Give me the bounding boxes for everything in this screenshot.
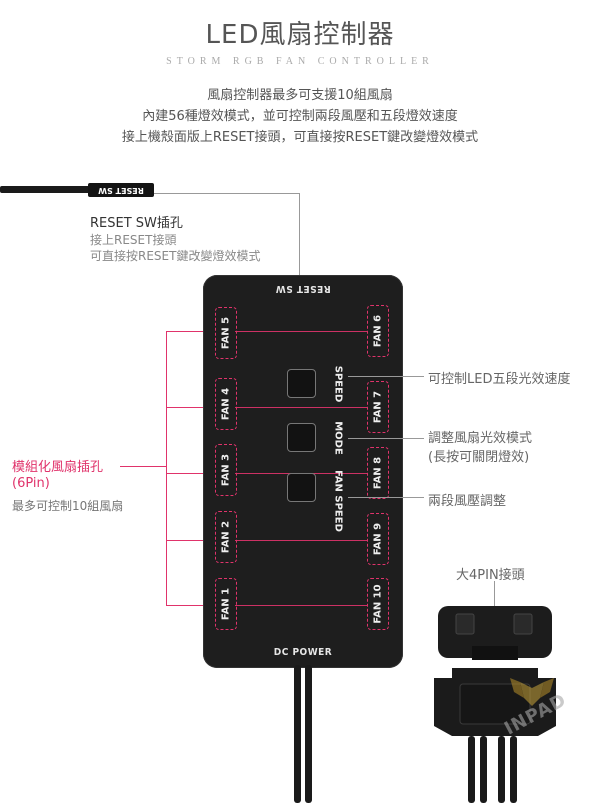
intro-text: 風扇控制器最多可支援10組風扇 內建56種燈效模式，並可控制兩段風壓和五段燈效速… [0, 85, 600, 148]
fan-slot-label: FAN 5 [220, 316, 232, 350]
reset-sw-label: RESET SW插孔 [90, 216, 183, 231]
inpad-logo: INPAD [492, 660, 582, 744]
fan-slot-label: FAN 10 [372, 584, 384, 624]
fan-slot-10[interactable]: FAN 10 [367, 578, 389, 630]
fan-slot-label: FAN 7 [372, 390, 384, 424]
mode-callout: 調整風扇光效模式 (長按可關閉燈效) [428, 427, 532, 465]
fan-bracket-leader [120, 466, 166, 467]
fan-bracket-tick [166, 473, 210, 474]
reset-cable [0, 186, 92, 193]
fan-header-desc: 最多可控制10組風扇 [12, 499, 124, 513]
reset-desc-line: 可直接按RESET鍵改變燈效模式 [90, 249, 261, 263]
reset-plug: RESET SW [88, 183, 154, 197]
dc-power-cable [294, 665, 312, 803]
fan-slot-6[interactable]: FAN 6 [367, 305, 389, 357]
fan-slot-label: FAN 3 [220, 453, 232, 487]
fan-slot-label: FAN 4 [220, 387, 232, 421]
reset-desc-line: 接上RESET接頭 [90, 233, 177, 247]
speed-button[interactable] [287, 369, 316, 398]
intro-line: 內建56種燈效模式，並可控制兩段風壓和五段燈效速度 [142, 109, 458, 124]
intro-line: 接上機殼面版上RESET接頭，可直接按RESET鍵改變燈效模式 [121, 130, 479, 145]
fan-bracket-tick [166, 540, 210, 541]
fan-speed-callout: 兩段風壓調整 [428, 494, 507, 509]
fan-pair-line [235, 540, 367, 541]
fan-bracket-vertical [166, 331, 167, 606]
fan-header-label: 模組化風扇插孔 [12, 460, 104, 475]
mode-callout-line-1: 調整風扇光效模式 [428, 431, 533, 446]
intro-line: 風扇控制器最多可支援10組風扇 [207, 88, 393, 103]
speed-callout-line [348, 376, 424, 377]
fan-slot-label: FAN 2 [220, 520, 232, 554]
fan-speed-button-label: FAN SPEED [332, 470, 344, 532]
fan-bracket-tick [166, 331, 210, 332]
reset-sw-port-label: RESET SW [275, 283, 331, 294]
fan-slot-3[interactable]: FAN 3 [215, 444, 237, 496]
mode-button-label: MODE [332, 421, 344, 455]
reset-sw-desc: 接上RESET接頭 可直接按RESET鍵改變燈效模式 [90, 232, 260, 264]
fan-slot-5[interactable]: FAN 5 [215, 307, 237, 359]
fan-slot-label: FAN 6 [372, 314, 384, 348]
reset-leader-line [154, 193, 300, 194]
fan-pair-line [235, 407, 367, 408]
fan-slot-9[interactable]: FAN 9 [367, 513, 389, 565]
fan-slot-label: FAN 9 [372, 522, 384, 556]
molex-leader-line [494, 581, 495, 614]
fan-speed-callout-line [348, 497, 424, 498]
mode-callout-line-2: (長按可關閉燈效) [428, 450, 530, 465]
fan-slot-4[interactable]: FAN 4 [215, 378, 237, 430]
fan-slot-1[interactable]: FAN 1 [215, 578, 237, 630]
dc-power-label: DC POWER [273, 647, 333, 658]
fan-slot-label: FAN 8 [372, 456, 384, 490]
fan-slot-2[interactable]: FAN 2 [215, 511, 237, 563]
fan-bracket-tick [166, 605, 210, 606]
inpad-logo-icon [510, 678, 554, 706]
mode-callout-line [348, 438, 424, 439]
fan-pair-line [235, 331, 367, 332]
page-title: LED風扇控制器 [205, 20, 395, 50]
fan-bracket-tick [166, 407, 210, 408]
reset-leader-line-v [299, 193, 300, 275]
speed-callout: 可控制LED五段光效速度 [428, 372, 571, 387]
speed-button-label: SPEED [332, 365, 344, 403]
fan-slot-7[interactable]: FAN 7 [367, 381, 389, 433]
fan-header-pins: (6Pin) [12, 476, 50, 491]
molex-label: 大4PIN接頭 [456, 568, 525, 583]
fan-slot-8[interactable]: FAN 8 [367, 447, 389, 499]
fan-slot-label: FAN 1 [220, 587, 232, 621]
fan-pair-line [235, 605, 367, 606]
mode-button[interactable] [287, 423, 316, 452]
fan-speed-button[interactable] [287, 473, 316, 502]
page-subtitle: STORM RGB FAN CONTROLLER [166, 56, 434, 67]
controller-box: RESET SW DC POWER FAN 5 FAN 4 FAN 3 FAN … [203, 275, 403, 668]
